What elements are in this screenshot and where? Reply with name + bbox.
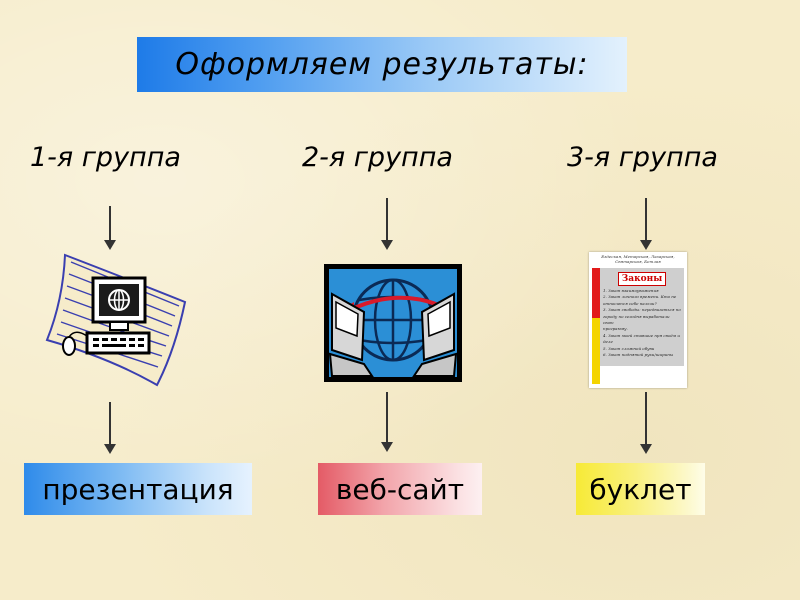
booklet-line: 1. Закон взаимоуважения [603,288,659,293]
booklet-thumbnail-icon: Ездеская, Метарская, Лазарская, Святарск… [589,252,687,388]
group-3-label: 3-я группа [567,142,718,173]
arrow-1-bottom [104,402,116,454]
booklet-yellow-stripe [592,268,600,384]
page-title: Оформляем результаты: [137,37,627,92]
result-website: веб-сайт [318,463,482,515]
arrow-2-bottom [381,392,393,452]
booklet-heading: Законы [618,272,666,286]
booklet-line: 6. Закон поднятой руки/ширины [603,352,674,358]
group-1-label: 1-я группа [30,142,181,173]
booklet-header-line: Ездеская, Метарская, Лазарская, Святарск… [601,254,675,264]
result-booklet: буклет [576,463,705,515]
booklet-red-stripe [592,268,600,318]
computer-clipart-icon [35,240,195,394]
booklet-text: 1. Закон взаимоуважения 2. Закон личного… [600,288,684,358]
booklet-line: относится себе пальчи? [603,300,657,306]
arrow-2-top [381,198,393,250]
arrow-3-bottom [640,392,652,454]
group-2-label: 2-я группа [302,142,453,173]
arrow-3-top [640,198,652,250]
booklet-line: 4. Закон моей ставшие пря своём и [603,332,680,338]
booklet-line: 5. Закон сложной обуви [603,345,655,351]
website-globe-clipart-icon [324,264,462,386]
booklet-line: 3. Закон свободы: передвигаться по [603,307,681,313]
booklet-line: деле [603,339,613,345]
booklet-line: 2. Закон личного времени. Кто не [603,294,677,300]
booklet-line: городу по сегодня выработали свою [603,313,670,326]
result-presentation: презентация [24,463,252,515]
arrow-1-top [104,206,116,250]
booklet-line: программу. [603,326,628,332]
booklet-content-panel: Законы 1. Закон взаимоуважения 2. Закон … [600,268,684,366]
